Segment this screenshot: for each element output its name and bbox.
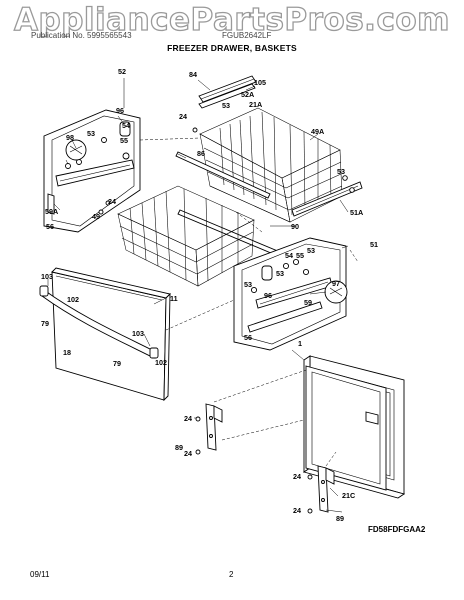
callout-24d: 24 bbox=[184, 449, 192, 458]
top-rail bbox=[198, 75, 257, 109]
callout-24c: 24 bbox=[184, 414, 192, 423]
diagram-code: FD58FDFGAA2 bbox=[368, 525, 426, 534]
callout-56b: 56 bbox=[244, 333, 252, 342]
publication-number: Publication No. 5995565543 bbox=[31, 31, 132, 40]
callout-24a: 24 bbox=[179, 112, 187, 121]
callout-105: 105 bbox=[254, 78, 266, 87]
callout-52A: 52A bbox=[241, 90, 254, 99]
center-bar-upper bbox=[175, 151, 271, 199]
lower-basket bbox=[117, 185, 255, 287]
drawer-front bbox=[39, 267, 171, 402]
callout-53e: 53 bbox=[276, 269, 284, 278]
callout-49: 49 bbox=[92, 212, 100, 221]
footer-date: 09/11 bbox=[30, 570, 50, 579]
callout-1: 1 bbox=[298, 339, 302, 348]
callout-53a: 53 bbox=[222, 101, 230, 110]
callout-79b: 79 bbox=[113, 359, 121, 368]
callout-97: 97 bbox=[332, 279, 340, 288]
callout-98: 98 bbox=[66, 133, 74, 142]
hinge-bracket-upper bbox=[205, 403, 223, 451]
callout-21C: 21C bbox=[342, 491, 355, 500]
watermark: AppliancePartsPros.com bbox=[13, 1, 450, 38]
callout-55b: 55 bbox=[296, 251, 304, 260]
callout-24b: 24 bbox=[108, 197, 116, 206]
callout-102b: 102 bbox=[155, 358, 167, 367]
callout-103b: 103 bbox=[132, 329, 144, 338]
callout-53b: 53 bbox=[87, 129, 95, 138]
callout-53c: 53 bbox=[337, 167, 345, 176]
page-number: 2 bbox=[229, 570, 234, 579]
callout-21A: 21A bbox=[249, 100, 262, 109]
callout-51: 51 bbox=[370, 240, 378, 249]
callout-49A: 49A bbox=[311, 127, 324, 136]
callout-59A: 59A bbox=[45, 207, 58, 216]
callout-54: 54 bbox=[122, 121, 130, 130]
callout-86: 86 bbox=[197, 149, 205, 158]
callout-102a: 102 bbox=[67, 295, 79, 304]
callout-51A: 51A bbox=[350, 208, 363, 217]
callout-59: 59 bbox=[304, 298, 312, 307]
screws bbox=[98, 127, 313, 514]
left-slide-assembly bbox=[43, 109, 141, 233]
callout-89a: 89 bbox=[175, 443, 183, 452]
callout-103a: 103 bbox=[41, 272, 53, 281]
alignment-lines bbox=[139, 137, 359, 467]
callout-90: 90 bbox=[291, 222, 299, 231]
callout-96b: 96 bbox=[264, 291, 272, 300]
leader-lines bbox=[47, 78, 349, 513]
model-number: FGUB2642LF bbox=[222, 31, 272, 40]
right-slide-assembly bbox=[233, 237, 348, 351]
callout-84: 84 bbox=[189, 70, 197, 79]
callout-55: 55 bbox=[120, 136, 128, 145]
page-title: FREEZER DRAWER, BASKETS bbox=[167, 43, 297, 53]
callout-96: 96 bbox=[116, 106, 124, 115]
door-frame bbox=[302, 355, 406, 499]
callout-79a: 79 bbox=[41, 319, 49, 328]
hinge-bracket-lower bbox=[317, 465, 335, 513]
callout-24f: 24 bbox=[293, 506, 301, 515]
callout-56a: 56 bbox=[46, 222, 54, 231]
callout-labels: 52 84 105 52A 21A 53 96 54 55 98 24 86 4… bbox=[41, 67, 378, 523]
callout-52: 52 bbox=[118, 67, 126, 76]
callout-11: 11 bbox=[170, 294, 178, 303]
callout-53f: 53 bbox=[244, 280, 252, 289]
callout-53d: 53 bbox=[307, 246, 315, 255]
callout-18: 18 bbox=[63, 348, 71, 357]
callout-24e: 24 bbox=[293, 472, 301, 481]
right-rail bbox=[291, 175, 363, 217]
callout-54b: 54 bbox=[285, 251, 293, 260]
callout-89b: 89 bbox=[336, 514, 344, 523]
